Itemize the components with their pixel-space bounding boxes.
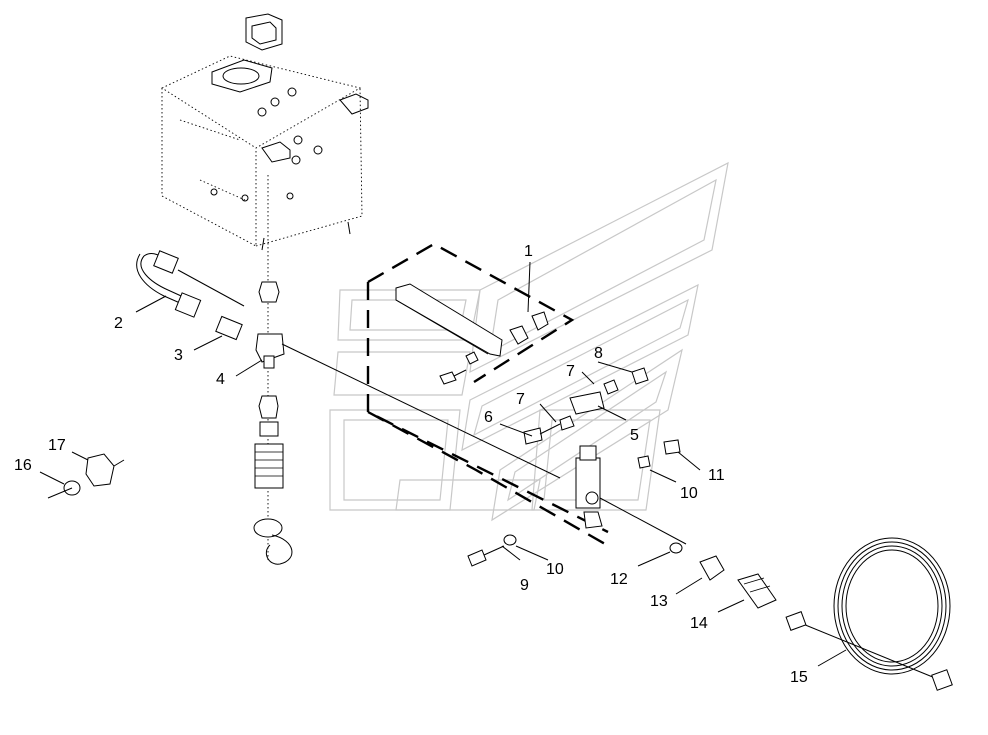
callout-10b: 10 (546, 561, 564, 578)
callout-11: 11 (708, 467, 725, 484)
fitting-stack (253, 175, 293, 565)
callout-7b: 7 (566, 363, 575, 380)
callout-7a: 7 (516, 391, 525, 408)
callout-labels: 1 2 3 4 5 6 7 7 8 9 10 10 11 12 13 14 15… (14, 243, 808, 686)
coupling-parts (699, 555, 777, 609)
tube-assembly (136, 250, 245, 318)
callout-9: 9 (520, 577, 529, 594)
callout-10a: 10 (680, 485, 698, 502)
union-fitting (215, 315, 243, 341)
bracket-outline (366, 242, 613, 550)
callout-15: 15 (790, 669, 808, 686)
cap-and-seal (47, 453, 125, 499)
callout-13: 13 (650, 593, 668, 610)
callout-14: 14 (690, 615, 708, 632)
tank (161, 13, 369, 251)
valve-bracket (523, 367, 681, 469)
callout-16: 16 (14, 457, 32, 474)
callout-4: 4 (216, 371, 225, 388)
callout-8: 8 (594, 345, 603, 362)
callout-3: 3 (174, 347, 183, 364)
valve (575, 445, 687, 545)
callout-6: 6 (484, 409, 493, 426)
callout-12: 12 (610, 571, 628, 588)
tee-fitting (255, 333, 561, 479)
callout-5: 5 (630, 427, 639, 444)
bracket-bar (395, 283, 549, 385)
callout-17: 17 (48, 437, 66, 454)
leader-lines (39, 261, 847, 667)
watermark-logo (329, 161, 729, 522)
coiled-tube (785, 537, 953, 691)
callout-1: 1 (524, 243, 533, 260)
lower-fasteners (467, 534, 683, 567)
callout-2: 2 (114, 315, 123, 332)
